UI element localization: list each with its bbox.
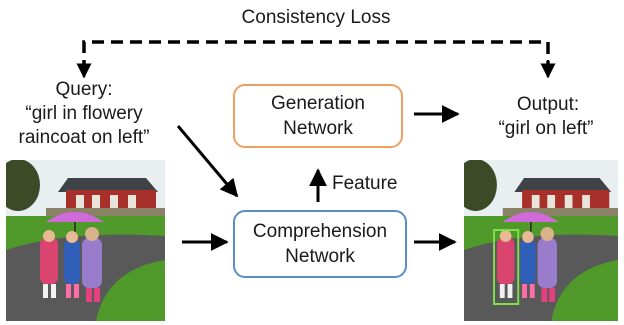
output-text: “girl on left”	[498, 118, 594, 139]
generation-network-line2: Network	[283, 118, 353, 139]
output-label: Output:	[516, 94, 580, 115]
consistency-loss-label: Consistency Loss	[241, 7, 391, 28]
output-photo-illustration	[464, 160, 618, 321]
output-highlight-box	[493, 229, 520, 305]
comprehension-network-box: Comprehension Network	[233, 210, 407, 278]
arrow-query-to-comprehension	[176, 125, 239, 198]
generation-network-line1: Generation	[270, 93, 365, 114]
query-text-line1: “girl in flowery	[25, 103, 143, 124]
consistency-loss-dashed-line	[82, 40, 550, 72]
query-label: Query:	[55, 79, 113, 100]
generation-network-box: Generation Network	[233, 84, 403, 148]
input-photo	[6, 160, 165, 321]
comprehension-network-line2: Network	[285, 246, 355, 267]
input-photo-illustration	[6, 160, 165, 321]
comprehension-network-line1: Comprehension	[252, 221, 388, 242]
feature-label: Feature	[332, 173, 398, 194]
query-text-line2: raincoat on left”	[18, 127, 150, 148]
output-photo	[464, 160, 618, 321]
